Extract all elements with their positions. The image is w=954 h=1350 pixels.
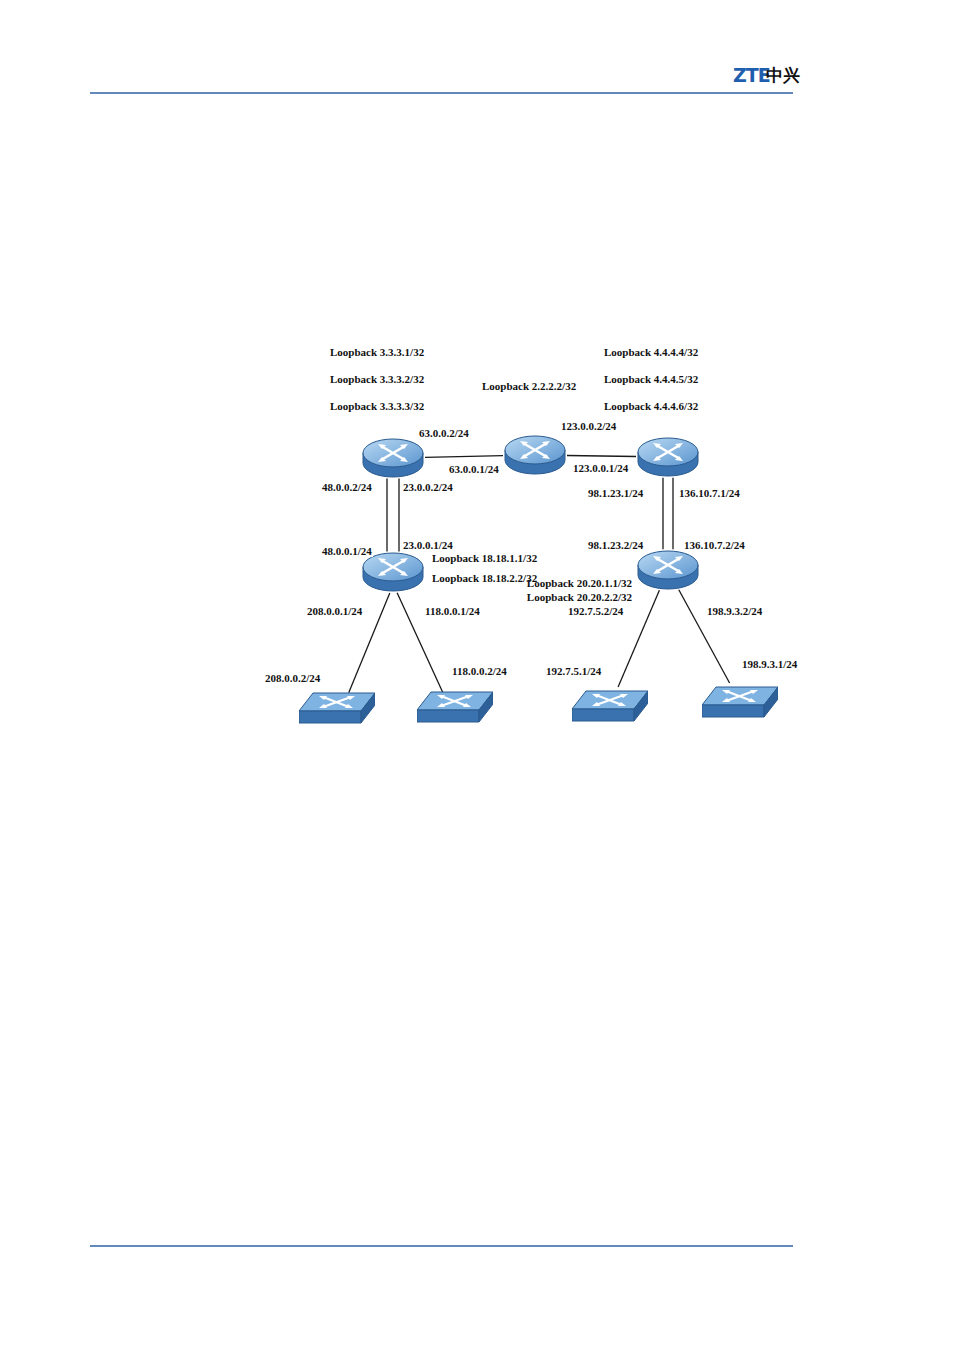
interface-address: 63.0.0.1/24 [448,463,500,475]
loopback-label: Loopback 20.20.2.2/32 [527,591,632,603]
interface-address: 123.0.0.1/24 [572,462,629,474]
interface-address: 48.0.0.2/24 [321,481,373,493]
switch-icon [299,689,375,727]
loopback-label: 198.9.3.1/24 [742,658,797,670]
loopback-label: 208.0.0.2/24 [265,672,320,684]
interface-address: 63.0.0.2/24 [418,427,470,439]
interface-address: 98.1.23.1/24 [587,487,644,499]
interface-address: 198.9.3.2/24 [706,605,763,617]
router-node: Loopback 4.4.4.4/32Loopback 4.4.4.5/32Lo… [636,436,700,478]
loopback-label: Loopback 3.3.3.2/32 [330,373,424,385]
network-link [425,456,503,458]
loopback-label: Loopback 2.2.2.2/32 [482,380,576,392]
interface-address: 23.0.0.1/24 [402,539,454,551]
router-icon [636,436,700,478]
interface-address: 136.10.7.2/24 [683,539,746,551]
interface-address: 118.0.0.1/24 [424,605,481,617]
switch-node: 118.0.0.2/24 [417,688,493,726]
router-node: Loopback 20.20.1.1/32Loopback 20.20.2.2/… [636,549,700,591]
switch-node: 198.9.3.1/24 [702,683,778,721]
router-icon [503,434,567,476]
router-icon [636,549,700,591]
loopback-label: Loopback 4.4.4.5/32 [604,373,698,385]
switch-icon [417,688,493,726]
footer-rule [90,1245,793,1247]
switch-node: 192.7.5.1/24 [572,687,648,725]
network-link [672,478,673,550]
logo-text: ZTE [733,64,770,86]
router-icon [361,551,425,593]
loopback-label: Loopback 3.3.3.1/32 [330,346,424,358]
loopback-label: Loopback 18.18.2.2/32 [432,572,537,584]
network-link [662,478,663,550]
header-rule [90,92,793,94]
interface-address: 136.10.7.1/24 [678,487,741,499]
loopback-label: 192.7.5.1/24 [546,665,601,677]
loopback-label: Loopback 20.20.1.1/32 [527,577,632,589]
network-link [567,456,636,457]
router-icon [361,437,425,479]
interface-address: 23.0.0.2/24 [402,481,454,493]
logo-text: 中兴 [766,64,800,86]
interface-address: 98.1.23.2/24 [587,539,644,551]
interface-address: 192.7.5.2/24 [567,605,624,617]
router-node: Loopback 3.3.3.1/32Loopback 3.3.3.2/32Lo… [361,437,425,479]
router-node: Loopback 2.2.2.2/32 [503,434,567,476]
loopback-label: Loopback 4.4.4.6/32 [604,400,698,412]
switch-icon [702,683,778,721]
router-node: Loopback 18.18.1.1/32Loopback 18.18.2.2/… [361,551,425,593]
network-link [386,479,387,552]
loopback-label: Loopback 18.18.1.1/32 [432,552,537,564]
interface-address: 48.0.0.1/24 [321,545,373,557]
loopback-label: 118.0.0.2/24 [452,665,507,677]
network-link [679,590,730,683]
switch-node: 208.0.0.2/24 [299,689,375,727]
interface-address: 208.0.0.1/24 [306,605,363,617]
switch-icon [572,687,648,725]
interface-address: 123.0.0.2/24 [560,420,617,432]
loopback-label: Loopback 3.3.3.3/32 [330,400,424,412]
loopback-label: Loopback 4.4.4.4/32 [604,346,698,358]
network-link [398,479,399,552]
